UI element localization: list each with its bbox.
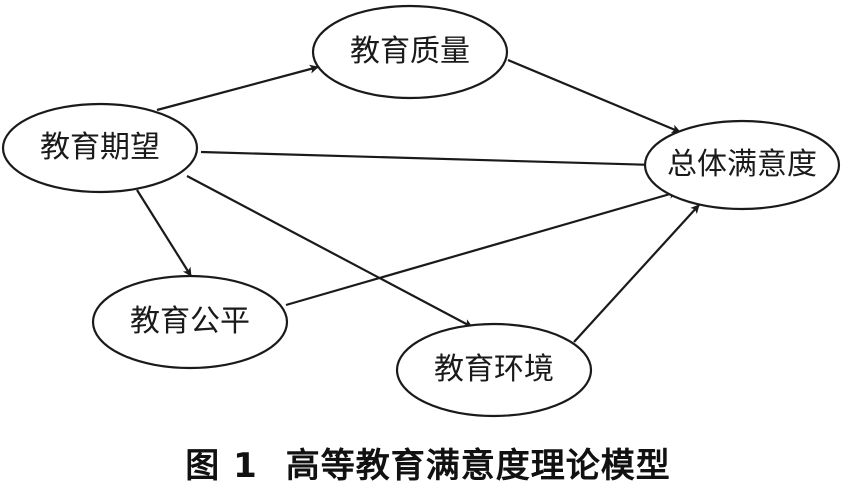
arrow-expectation-to-equity [136, 189, 192, 277]
figure-number: 图 1 [185, 446, 258, 486]
node-expectation: 教育期望 [1, 102, 199, 194]
arrow-expectation-to-environment [186, 175, 473, 328]
node-satisfaction: 总体满意度 [643, 119, 841, 211]
node-label: 教育环境 [434, 352, 554, 387]
figure-caption: 图 1 高等教育满意度理论模型 [0, 438, 856, 487]
arrow-equity-to-satisfaction [285, 189, 678, 307]
node-quality: 教育质量 [311, 4, 509, 100]
node-ellipse [395, 322, 593, 418]
node-ellipse [643, 119, 841, 211]
arrow-expectation-to-satisfaction [200, 150, 656, 170]
node-ellipse [91, 274, 289, 370]
node-equity: 教育公平 [91, 274, 289, 370]
node-ellipse [311, 4, 509, 100]
node-label: 教育期望 [40, 130, 160, 165]
node-label: 总体满意度 [667, 147, 817, 182]
arrow-quality-to-satisfaction [507, 58, 681, 134]
node-ellipse [1, 102, 199, 194]
figure-title: 高等教育满意度理论模型 [285, 446, 671, 486]
arrow-environment-to-satisfaction [573, 204, 700, 343]
node-environment: 教育环境 [395, 322, 593, 418]
arrow-expectation-to-quality [156, 64, 319, 112]
node-label: 教育质量 [350, 34, 470, 69]
node-label: 教育公平 [130, 304, 250, 339]
